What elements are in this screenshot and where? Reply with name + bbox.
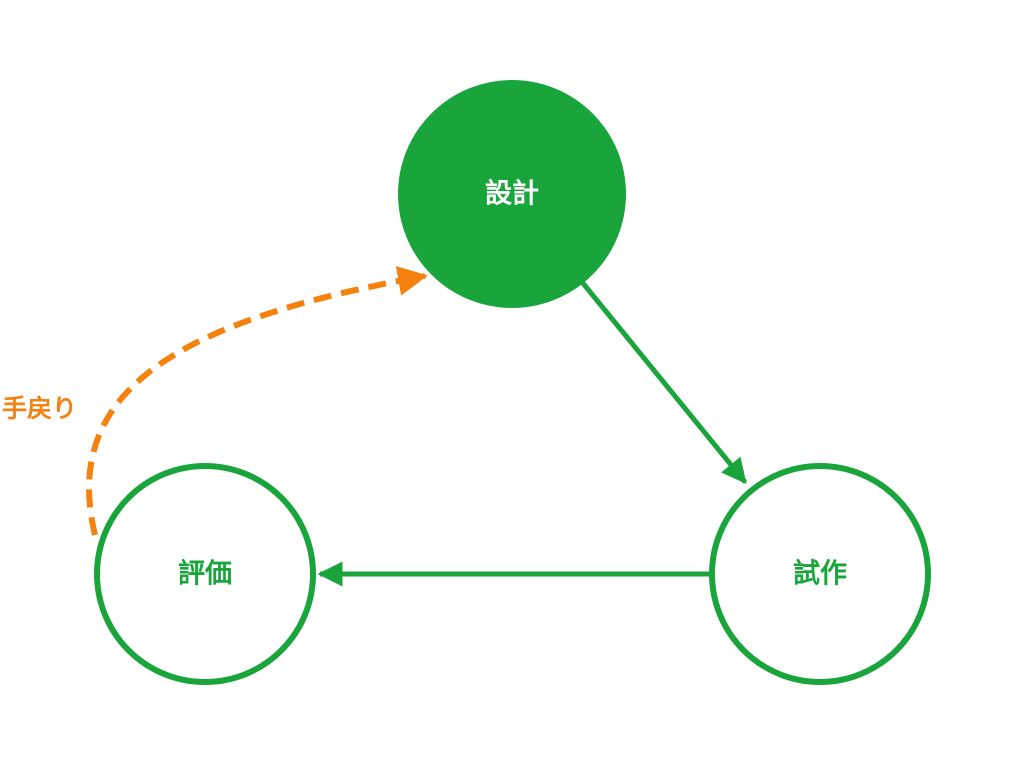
rework-label: 手戻り — [2, 394, 77, 423]
node-design: 設計 — [398, 80, 626, 308]
node-prototype-label: 試作 — [793, 558, 847, 590]
node-evaluation-circle — [94, 463, 316, 685]
node-design-circle — [398, 80, 626, 308]
edge-design-to-prototype — [580, 280, 747, 484]
node-evaluation-label: 評価 — [178, 558, 232, 590]
node-design-label: 設計 — [485, 178, 539, 210]
node-prototype-circle — [709, 463, 931, 685]
node-prototype: 試作 — [709, 463, 931, 685]
node-evaluation: 評価 — [94, 463, 316, 685]
edge-rework-dashed — [86, 266, 428, 536]
